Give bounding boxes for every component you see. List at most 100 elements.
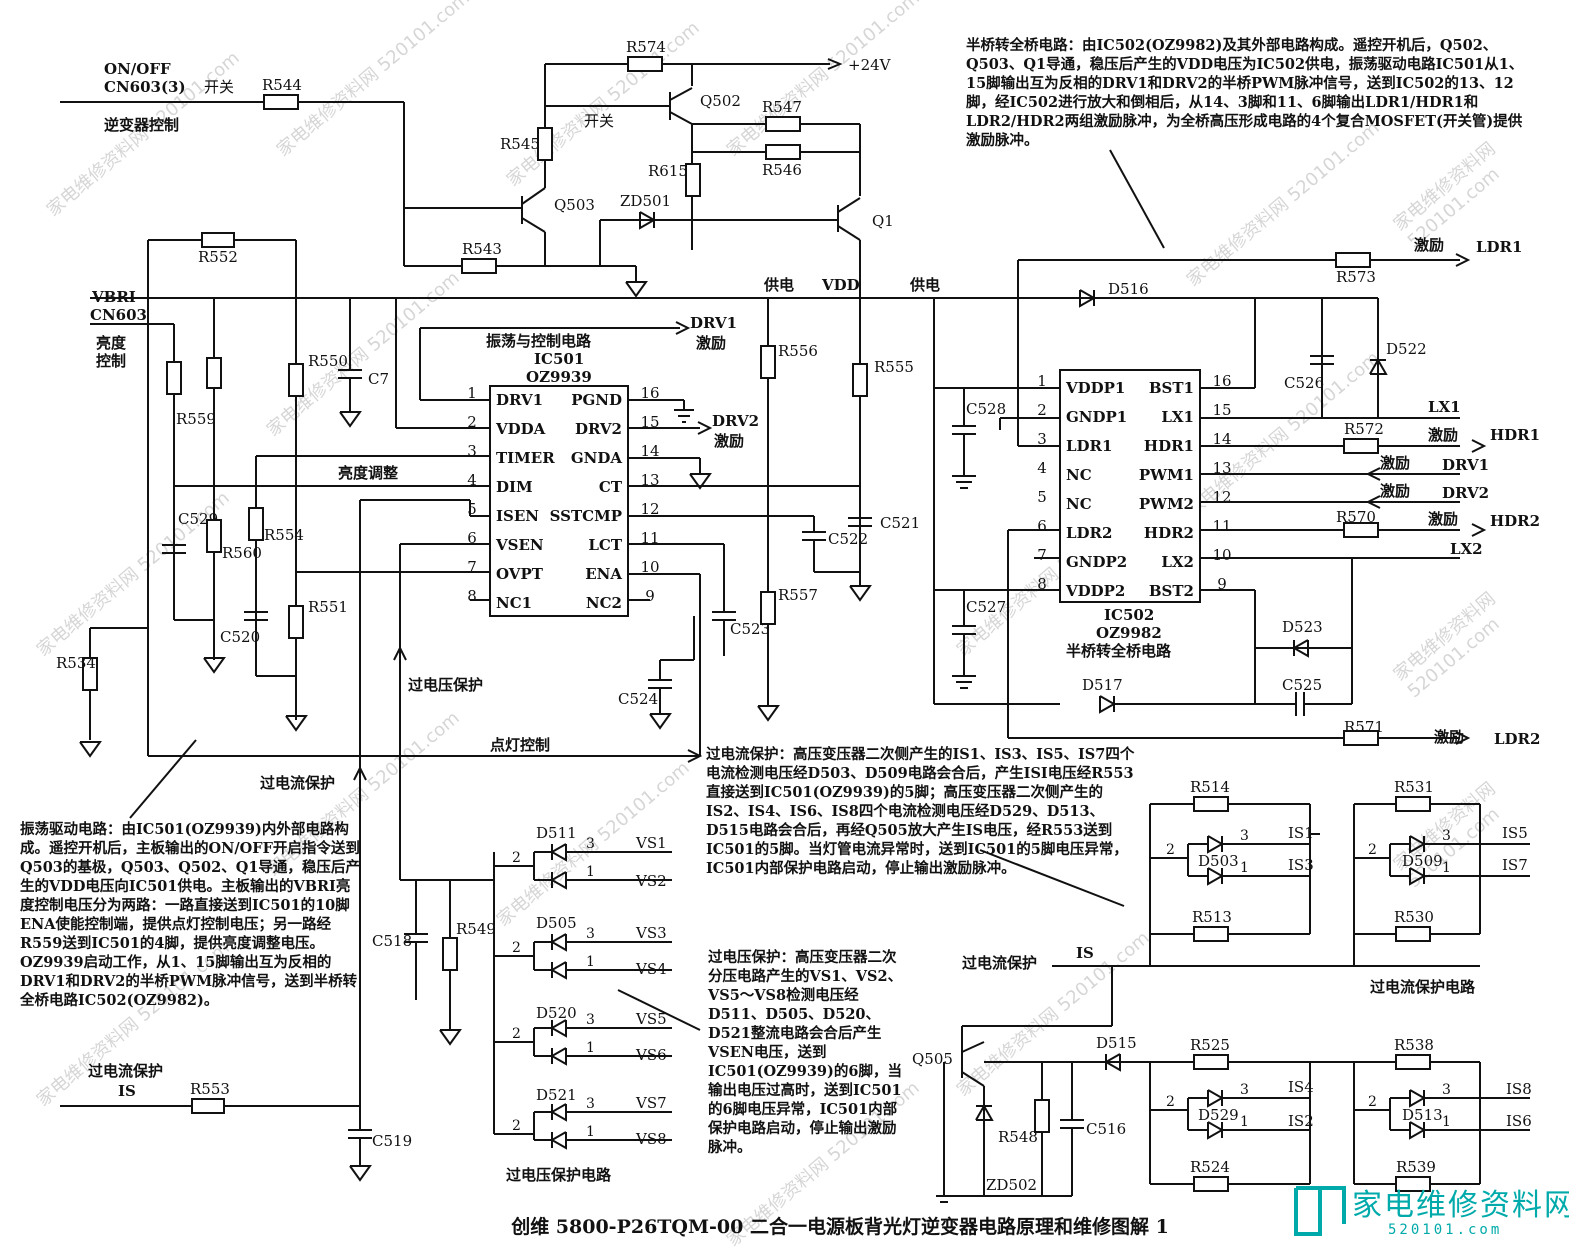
ic501-pin-number: 5 <box>467 500 477 518</box>
supply-label: 供电 <box>763 276 794 294</box>
c525-label: C525 <box>1282 676 1322 694</box>
svg-text:3: 3 <box>1240 1082 1249 1098</box>
ldr1-label: LDR1 <box>1476 238 1522 256</box>
excite-label-hdr1: 激励 <box>1428 426 1458 444</box>
ic502-name: IC502 <box>1104 606 1154 624</box>
ldr2-label: LDR2 <box>1494 730 1540 748</box>
svg-text:2: 2 <box>512 850 521 866</box>
r573-label: R573 <box>1336 268 1376 286</box>
ic502-pin-name: HDR1 <box>1144 437 1194 455</box>
inverter-ctrl-label: 逆变器控制 <box>104 116 179 134</box>
brightness-ctrl-label-2: 控制 <box>96 352 126 370</box>
is4-label: IS4 <box>1288 1078 1314 1096</box>
is1-label: IS1 <box>1288 824 1314 842</box>
vs4-label: VS4 <box>635 960 667 978</box>
svg-text:2: 2 <box>1368 842 1377 858</box>
overvoltage-section: 过电压保护 过电流保护 C518 R549 312 D511 VS1 VS2 3… <box>60 676 701 1184</box>
cn603-label: CN603 <box>90 306 147 324</box>
ic501-pin-name: LCT <box>588 536 622 554</box>
r514-label: R514 <box>1190 778 1230 796</box>
vs3-label: VS3 <box>635 924 667 942</box>
svg-text:3: 3 <box>586 926 595 942</box>
excite-label-2: 激励 <box>714 432 744 450</box>
ic502-pin-number: 15 <box>1212 401 1231 419</box>
zd501-label: ZD501 <box>620 192 671 210</box>
ic501-pin-number: 13 <box>640 471 659 489</box>
vs1-label: VS1 <box>635 834 667 852</box>
ic501-pin-number: 14 <box>640 442 659 460</box>
r548-label: R548 <box>998 1128 1038 1146</box>
r570-label: R570 <box>1336 508 1376 526</box>
ic502-pin-name: PWM2 <box>1139 495 1194 513</box>
supply-label-2: 供电 <box>909 276 940 294</box>
ic502-pin-name: LX1 <box>1161 408 1194 426</box>
ic501-pin-number: 16 <box>640 384 659 402</box>
drv2-in-label: DRV2 <box>1442 484 1489 502</box>
r544-label: R544 <box>262 76 302 94</box>
svg-text:2: 2 <box>512 940 521 956</box>
r560-label: R560 <box>222 544 262 562</box>
r552-label: R552 <box>198 248 238 266</box>
c524-label: C524 <box>618 690 658 708</box>
vdd-rail: 供电 VDD 供电 D516 <box>90 276 1255 308</box>
r574-label: R574 <box>626 38 666 56</box>
ic501-pin-number: 2 <box>467 413 477 431</box>
ic501-pin-number: 15 <box>640 413 659 431</box>
r538-label: R538 <box>1394 1036 1434 1054</box>
switch-label: 开关 <box>204 78 234 96</box>
is2-label: IS2 <box>1288 1112 1314 1130</box>
r549-label: R549 <box>456 920 496 938</box>
ic501-pin-number: 3 <box>467 442 477 460</box>
overcurrent-section: 过电流保护 IS Q505 ZD502 R548 C516 D515 R <box>129 149 1532 1203</box>
svg-text:2: 2 <box>512 1026 521 1042</box>
q505-label: Q505 <box>912 1050 953 1068</box>
d522-label: D522 <box>1386 340 1427 358</box>
r556-label: R556 <box>778 342 818 360</box>
r551-label: R551 <box>308 598 348 616</box>
plus24v-label: +24V <box>848 56 892 74</box>
ic502-pin-number: 12 <box>1212 488 1231 506</box>
excite-label-drv2: 激励 <box>1380 482 1410 500</box>
r534-label: R534 <box>56 654 96 672</box>
ic502-block-label: 半桥转全桥电路 <box>1066 642 1172 660</box>
q503-label: Q503 <box>554 196 595 214</box>
ic501-pin-name: PGND <box>571 391 622 409</box>
hdr2-label: HDR2 <box>1490 512 1540 530</box>
r554-label: R554 <box>264 526 304 544</box>
is7-label: IS7 <box>1502 856 1528 874</box>
brightness-input-section: VBRI CN603 亮度 控制 R552 R559 R550 C7 亮度调整 … <box>56 232 703 763</box>
ic501-pin-number: 11 <box>640 529 659 547</box>
ic502-pin-number: 14 <box>1212 430 1231 448</box>
ovp-label: 过电压保护 <box>408 676 483 694</box>
ic502-pin-number: 2 <box>1037 401 1047 419</box>
ic502-pin-name: GNDP1 <box>1066 408 1127 426</box>
svg-text:3: 3 <box>586 1012 595 1028</box>
is6-label: IS6 <box>1506 1112 1532 1130</box>
is-label-1: IS <box>118 1082 136 1100</box>
r559-label: R559 <box>176 410 216 428</box>
ic501-pin-name: NC1 <box>496 594 532 612</box>
ic501-pin-name: DIM <box>496 478 533 496</box>
ocp-label-2: 过电流保护 <box>88 1062 163 1080</box>
r531-label: R531 <box>1394 778 1434 796</box>
q1-label: Q1 <box>872 212 894 230</box>
svg-text:1: 1 <box>1240 860 1249 876</box>
ic501-pin-name: DRV1 <box>496 391 543 409</box>
svg-text:2: 2 <box>1368 1094 1377 1110</box>
d505-label: D505 <box>536 914 577 932</box>
ic501-pin-name: ENA <box>585 565 622 583</box>
ocp-label-3: 过电流保护 <box>962 954 1037 972</box>
c516-label: C516 <box>1086 1120 1126 1138</box>
r513-label: R513 <box>1192 908 1232 926</box>
r543-label: R543 <box>462 240 502 258</box>
vs7-label: VS7 <box>635 1094 667 1112</box>
ic502-pin-number: 6 <box>1037 517 1047 535</box>
excite-label-ldr1: 激励 <box>1414 236 1444 254</box>
ic502-pin-number: 4 <box>1037 459 1047 477</box>
r557-label: R557 <box>778 586 818 604</box>
d517-label: D517 <box>1082 676 1123 694</box>
ic502-pin-name: VDDP2 <box>1065 582 1125 600</box>
c527-label: C527 <box>966 598 1006 616</box>
ic501: 振荡与控制电路 IC501 OZ9939 C522 <box>353 298 920 1130</box>
is3-label: IS3 <box>1288 856 1314 874</box>
